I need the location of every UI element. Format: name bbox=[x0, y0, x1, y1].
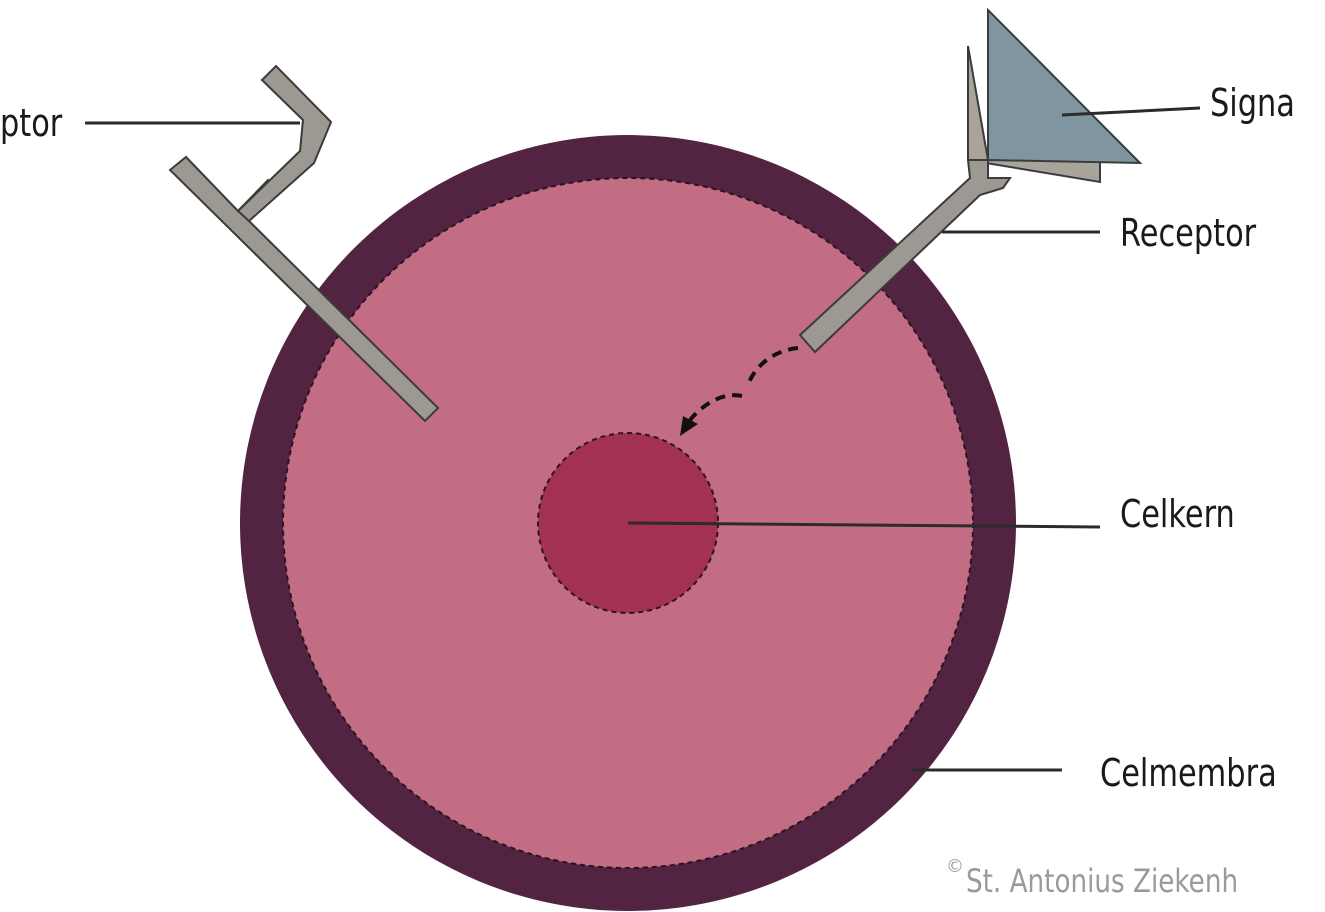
copyright-symbol: © bbox=[946, 856, 964, 877]
label-membrane: Celmembra bbox=[1100, 752, 1277, 796]
label-nucleus: Celkern bbox=[1120, 493, 1235, 537]
label-receptor-right: Receptor bbox=[1120, 212, 1257, 256]
label-signal: Signa bbox=[1210, 82, 1295, 126]
signal-molecule bbox=[968, 10, 1140, 182]
credit-text: St. Antonius Ziekenh bbox=[966, 862, 1238, 899]
label-receptor-left: ptor bbox=[0, 102, 63, 146]
